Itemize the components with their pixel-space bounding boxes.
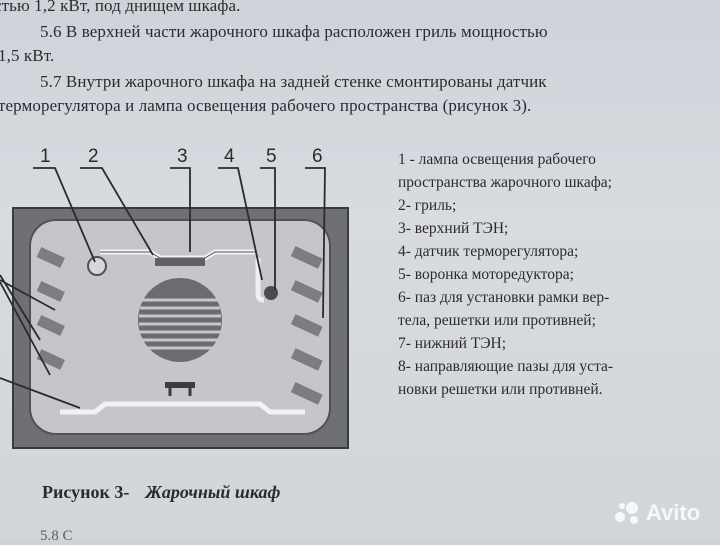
callout-number-4: 4 — [224, 146, 235, 167]
leader-lines — [0, 167, 326, 409]
paragraph-line: 5.6 В верхней части жарочного шкафа расп… — [40, 22, 548, 41]
paragraph-line: стью 1,2 кВт, под днищем шкафа. — [0, 0, 241, 15]
paragraph-line: 5.7 Внутри жарочного шкафа на задней сте… — [40, 72, 547, 91]
callout-number-5: 5 — [266, 146, 277, 167]
legend-line: пространства жарочного шкафа; — [398, 174, 612, 191]
legend-line: 4- датчик терморегулятора; — [398, 243, 579, 260]
legend-line: 2- гриль; — [398, 197, 457, 214]
legend-line: 8- направляющие пазы для уста- — [398, 358, 614, 375]
lamp — [87, 256, 107, 276]
legend-line: новки решетки или противней. — [398, 381, 603, 398]
caption-title: Жарочный шкаф — [145, 482, 281, 502]
caption-label: Рисунок 3- — [42, 482, 130, 502]
callout-numbers: 1 2 3 4 5 6 — [40, 146, 323, 167]
avito-logo-icon — [615, 502, 638, 524]
legend-line: 6- паз для установки рамки вер- — [398, 289, 610, 306]
callout-number-3: 3 — [177, 146, 188, 167]
paragraph-line: терморегулятора и лампа освещения рабоче… — [0, 96, 532, 115]
legend-line: 5- воронка моторедуктора; — [398, 266, 574, 283]
legend-line: 7- нижний ТЭН; — [398, 335, 507, 352]
legend-line: 1 - лампа освещения рабочего — [398, 151, 596, 168]
legend-line: тела, решетки или противней; — [398, 312, 596, 329]
left-rack-slots — [36, 246, 65, 370]
callout-number-6: 6 — [312, 146, 323, 167]
callout-number-2: 2 — [88, 146, 99, 167]
fan-grille — [138, 278, 222, 362]
avito-watermark: Avito — [614, 500, 700, 526]
watermark-text: Avito — [646, 500, 701, 525]
right-rack-slots — [290, 246, 323, 405]
legend-line: 3- верхний ТЭН; — [398, 220, 509, 237]
thermostat-sensor — [255, 258, 265, 303]
oven-figure: 1 2 3 4 5 6 — [0, 146, 349, 449]
cut-off-text: 5.8 С — [40, 528, 73, 544]
bottom-heating-element — [60, 401, 305, 415]
figure-legend: 1 - лампа освещения рабочего пространств… — [398, 148, 613, 401]
callout-number-1: 1 — [40, 146, 51, 167]
paragraph-line: 1,5 кВт. — [0, 46, 55, 65]
grill-bracket — [155, 258, 205, 266]
figure-caption: Рисунок 3- Жарочный шкаф — [42, 482, 280, 503]
